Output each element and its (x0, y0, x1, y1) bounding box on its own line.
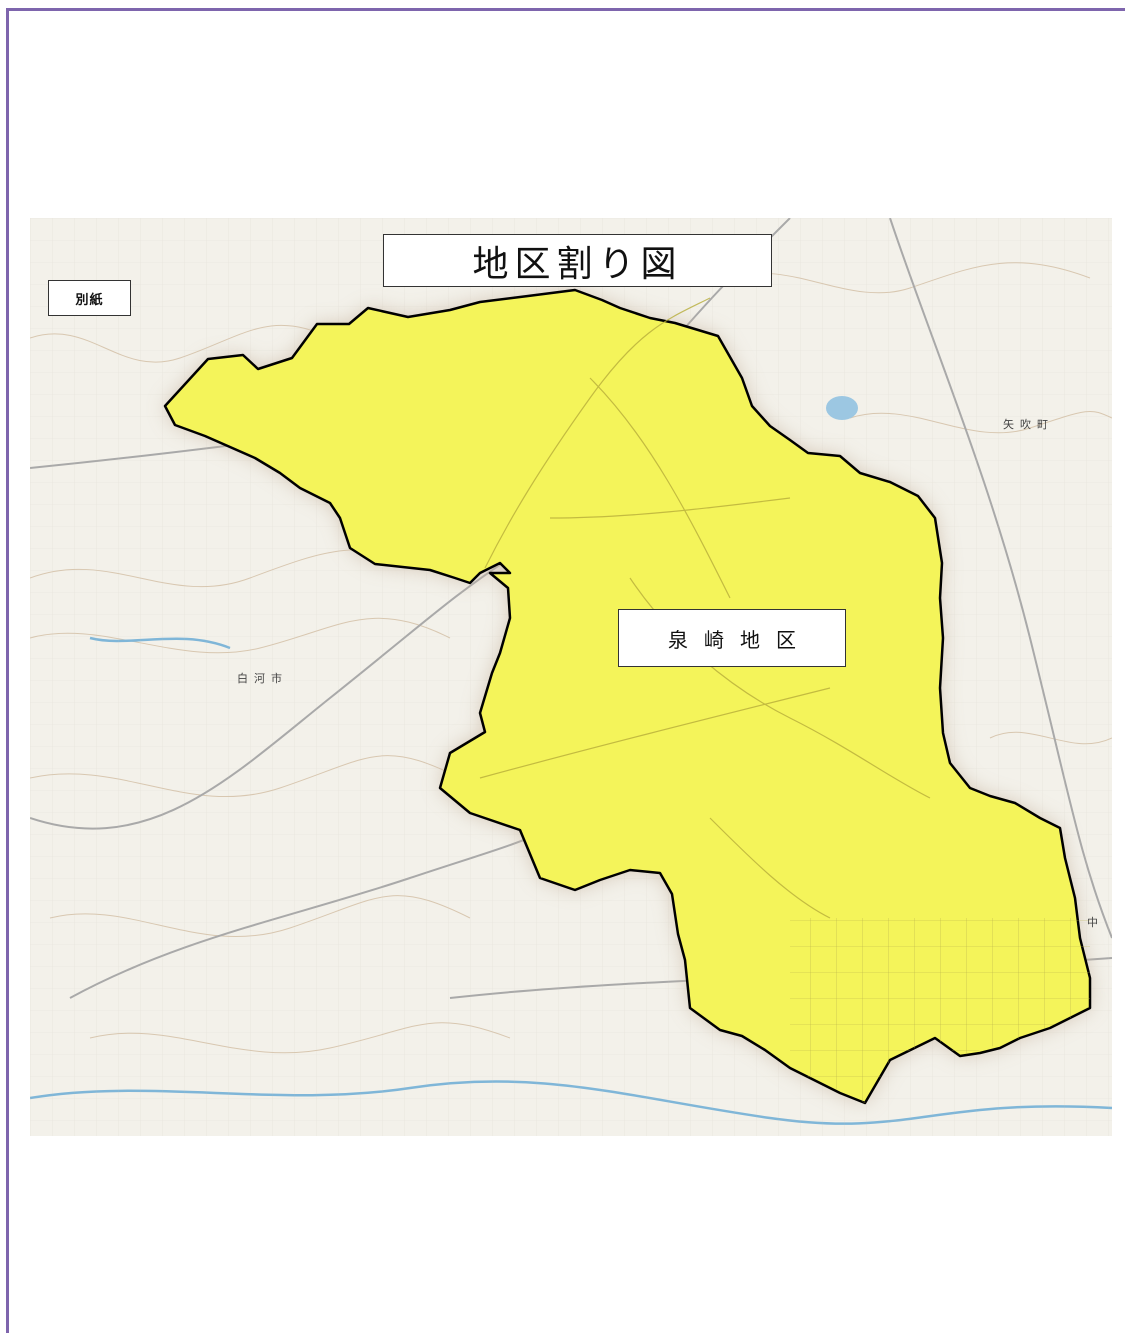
page-frame (6, 8, 1125, 1333)
pond (826, 396, 858, 420)
map-area[interactable]: 地区割り図 別紙 泉崎地区 白河市 矢吹町 中 (30, 218, 1112, 1136)
place-name-shirakawa: 白河市 (237, 672, 288, 685)
attachment-label: 別紙 (48, 280, 131, 316)
place-name-yabuki: 矢吹町 (1003, 418, 1054, 431)
place-name-naka: 中 (1087, 916, 1104, 929)
district-label: 泉崎地区 (618, 609, 846, 667)
map-title: 地区割り図 (383, 234, 772, 287)
district-area[interactable] (163, 288, 1092, 1105)
map-canvas (30, 218, 1112, 1136)
